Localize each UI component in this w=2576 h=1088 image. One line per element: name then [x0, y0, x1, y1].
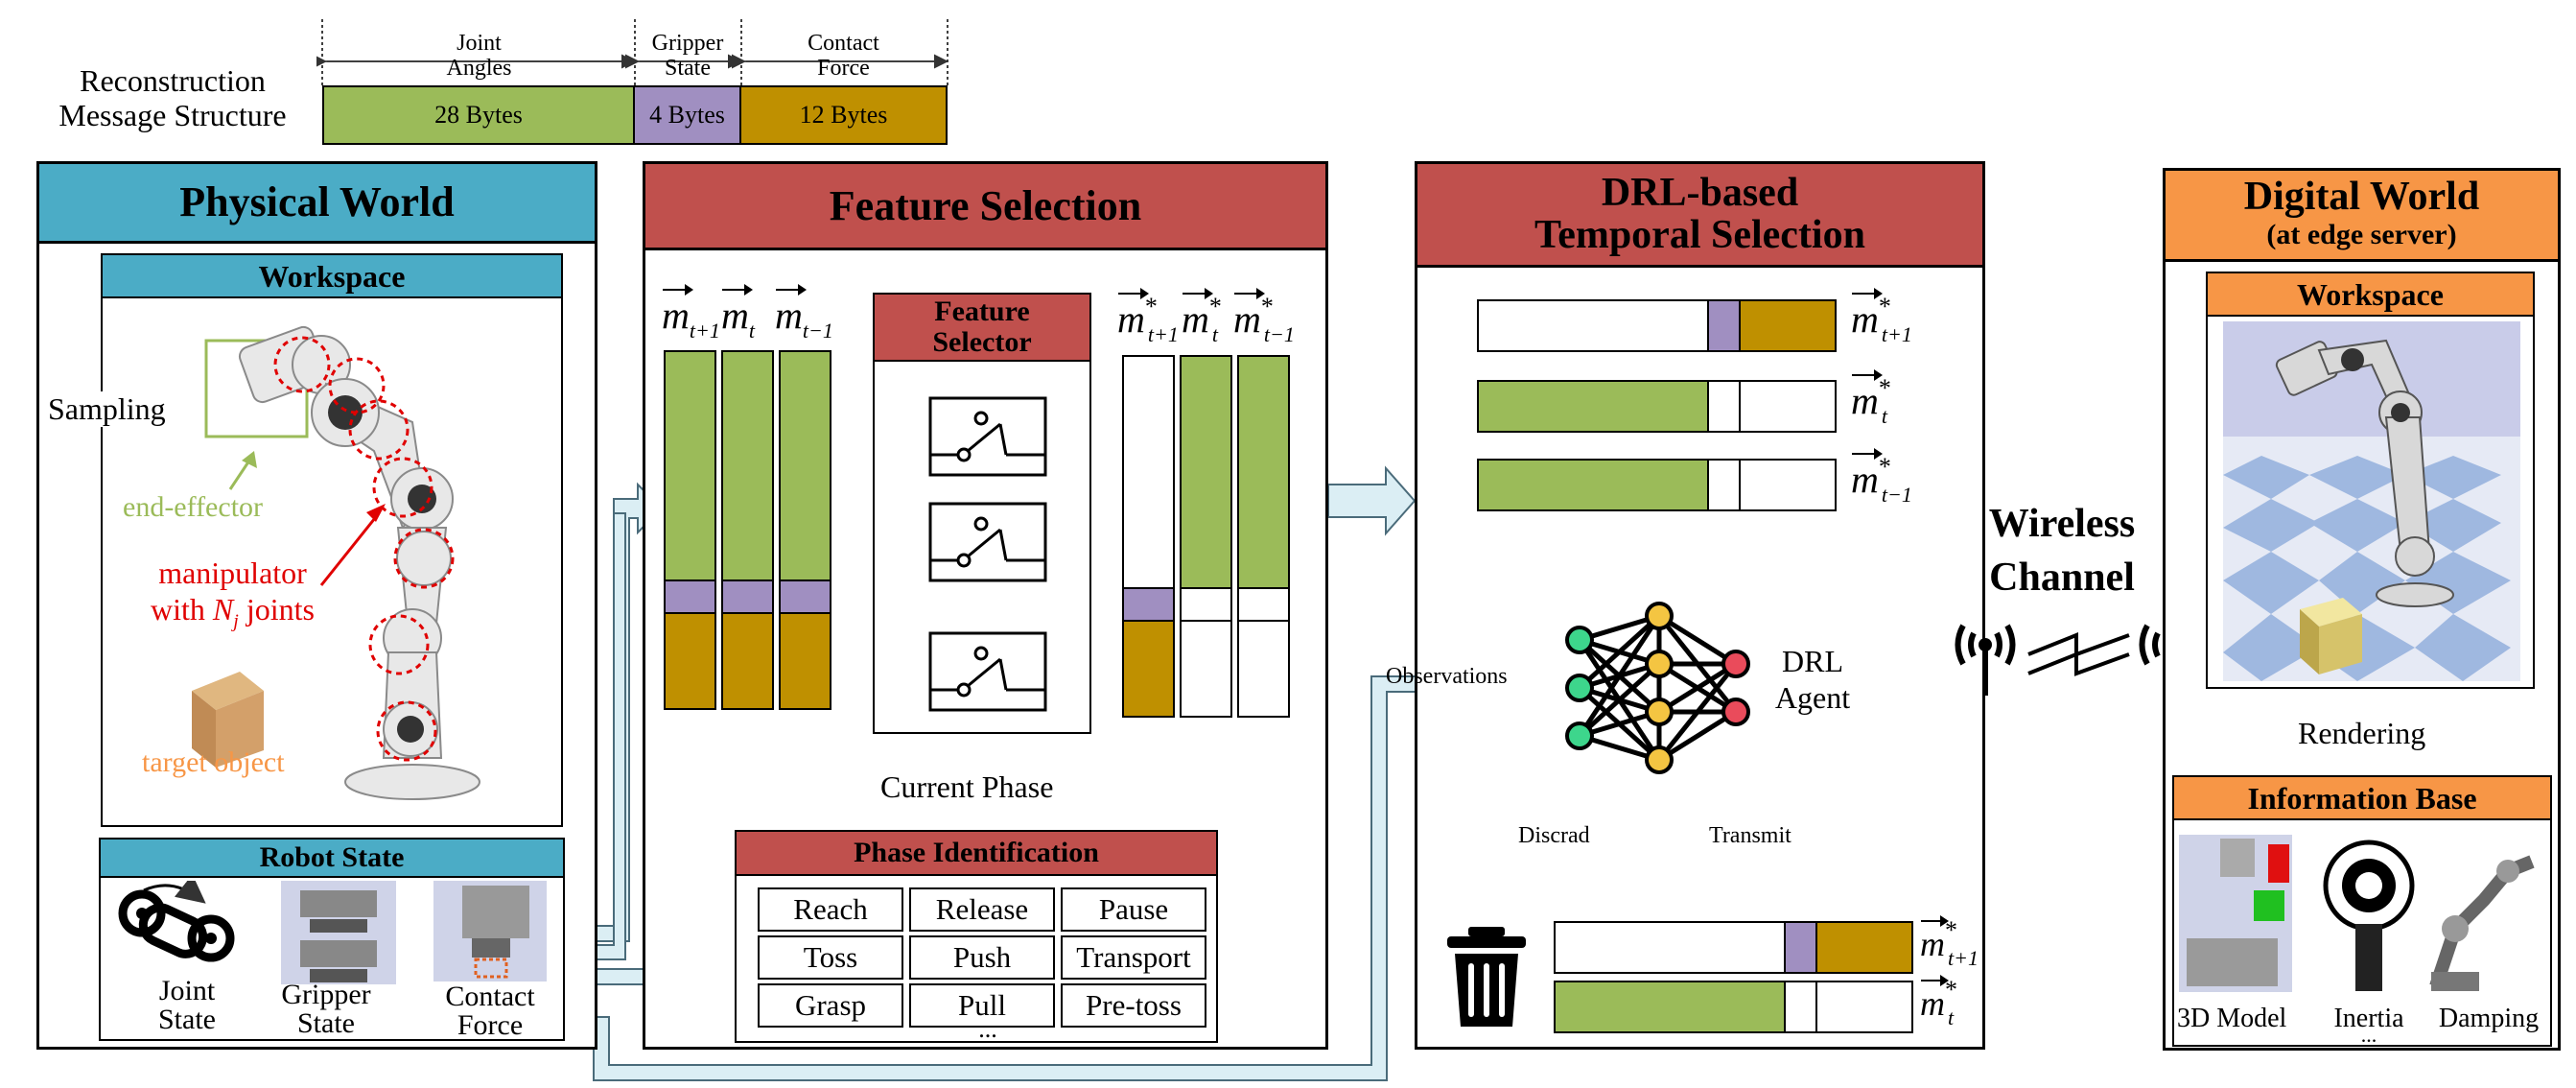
phase-toss: Toss: [758, 935, 903, 980]
drl-bar-t-minus-1: [1477, 459, 1837, 511]
damping-label: Damping: [2438, 1004, 2540, 1033]
input-bar-t-minus-1: [779, 350, 831, 710]
message-title-line1: Reconstruction: [80, 63, 266, 98]
inertia-label: Inertia: [2333, 1004, 2404, 1033]
observations-label: Observations: [1386, 664, 1508, 689]
output-bar-t-minus-1: [1237, 355, 1290, 718]
sampling-label: Sampling: [48, 391, 166, 427]
transmit-m-star-t: m*t: [1920, 975, 1957, 1029]
output-bar-t: [1180, 355, 1232, 718]
discard-label: Discrad: [1518, 823, 1590, 848]
phase-reach: Reach: [758, 887, 903, 932]
digital-workspace-title: Workspace: [2208, 273, 2533, 317]
manipulator-line1: manipulator: [158, 556, 307, 590]
feature-to-drl-arrow: [1327, 465, 1417, 536]
input-bar-t: [721, 350, 774, 710]
information-base-more: ...: [2360, 1023, 2377, 1047]
current-phase-label: Current Phase: [880, 769, 1054, 805]
drl-agent-network-icon: [1565, 602, 1750, 774]
contact-force-image: [433, 881, 547, 982]
m-label-t-plus-1: mt+1: [662, 284, 720, 343]
manipulator-label: manipulator with Nj joints: [125, 555, 340, 639]
manipulator-line2: with Nj joints: [151, 592, 315, 632]
phase-push: Push: [909, 935, 1055, 980]
target-object-label: target object: [142, 746, 285, 778]
signal-zigzag-icon: [2027, 632, 2130, 676]
transmit-bar-t-plus-1: [1554, 921, 1913, 974]
trash-icon: [1447, 927, 1526, 1027]
drl-bar-t-plus-1: [1477, 299, 1837, 352]
feature-selection-title: Feature Selection: [645, 164, 1325, 250]
m-label-t-minus-1: mt−1: [775, 284, 833, 343]
transmit-label: Transmit: [1709, 823, 1791, 848]
message-dimension-lines: [316, 19, 948, 86]
damping-image: [2429, 855, 2535, 991]
message-structure-title: Reconstruction Message Structure: [38, 63, 307, 132]
phase-transport: Transport: [1061, 935, 1206, 980]
phases-more: ...: [978, 1015, 997, 1043]
m-star-label-t-minus-1: m*t−1: [1233, 288, 1295, 346]
phase-pre-toss: Pre-toss: [1061, 983, 1206, 1028]
end-effector-label: end-effector: [123, 491, 264, 523]
inertia-image: [2323, 840, 2415, 991]
digital-world-title: Digital World: [2243, 175, 2480, 219]
rendering-label: Rendering: [2298, 716, 2426, 751]
output-bar-t-plus-1: [1122, 355, 1175, 718]
segment-force-bytes: 12 Bytes: [739, 85, 948, 145]
transmit-m-star-t-plus-1: m*t+1: [1920, 915, 1979, 970]
phase-pull: Pull: [909, 983, 1055, 1028]
physical-workspace-title: Workspace: [103, 255, 561, 298]
selector-switches: [928, 396, 1047, 712]
message-title-line2: Message Structure: [59, 98, 287, 132]
gripper-state-image: [281, 881, 396, 984]
phase-grasp: Grasp: [758, 983, 903, 1028]
drl-m-star-t: m*t: [1851, 369, 1891, 428]
robot-arm-image: [192, 325, 480, 800]
phase-pause: Pause: [1061, 887, 1206, 932]
phase-release: Release: [909, 887, 1055, 932]
m-label-t: mt: [721, 284, 756, 343]
robot-state-title: Robot State: [101, 840, 563, 878]
transmit-bar-t: [1554, 981, 1913, 1033]
physical-world-title: Physical World: [39, 164, 595, 244]
segment-joint-bytes: 28 Bytes: [322, 85, 635, 145]
antenna-icon-left: [1955, 624, 2016, 696]
m-star-label-t-plus-1: m*t+1: [1117, 288, 1179, 346]
digital-world-header: Digital World (at edge server): [2166, 171, 2558, 262]
m-star-label-t: m*t: [1182, 288, 1222, 346]
input-bar-t-plus-1: [664, 350, 716, 710]
digital-world-subtitle: (at edge server): [2266, 219, 2457, 250]
drl-m-star-t-minus-1: m*t−1: [1851, 448, 1912, 507]
3d-model-label: 3D Model: [2177, 1004, 2287, 1033]
3d-model-image: [2179, 835, 2292, 992]
digital-workspace-render: [2223, 321, 2520, 681]
drl-m-star-t-plus-1: m*t+1: [1851, 288, 1912, 346]
information-base-title: Information Base: [2174, 777, 2550, 820]
joint-state-icon: [118, 881, 235, 962]
drl-bar-t: [1477, 380, 1837, 433]
phase-identification-title: Phase Identification: [737, 832, 1216, 876]
segment-gripper-bytes: 4 Bytes: [633, 85, 741, 145]
information-base-images: [2179, 835, 2535, 992]
